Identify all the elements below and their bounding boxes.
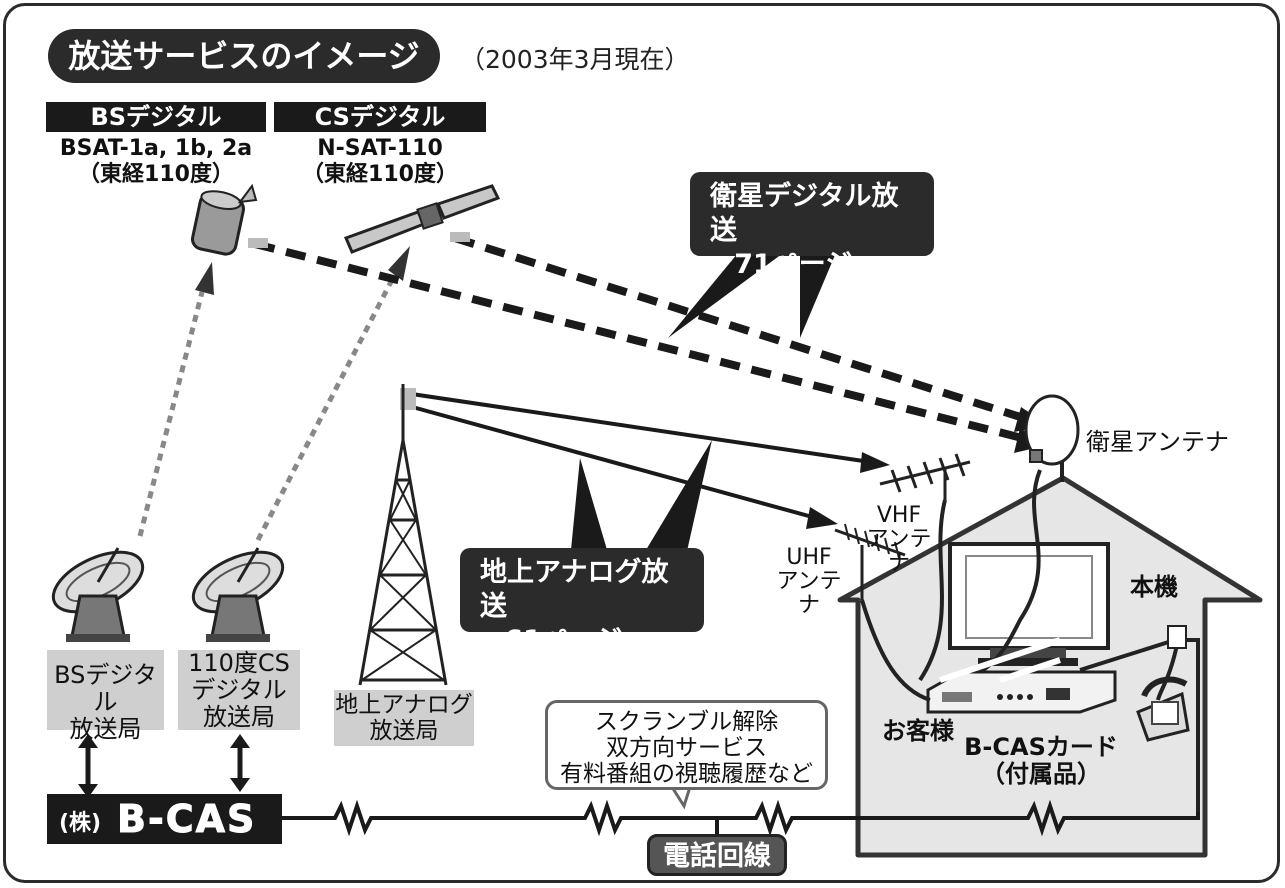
tv-icon <box>948 542 1110 666</box>
satellite-callout-title: 衛星デジタル放送 <box>710 181 899 246</box>
bs-station-line1: BSデジタル <box>54 661 157 716</box>
bcas-prefix: (株) <box>59 811 102 836</box>
phone-line-label: 電話回線 <box>647 834 787 876</box>
broadcast-tower-icon <box>358 384 448 686</box>
page-title: 放送サービスのイメージ <box>48 29 440 83</box>
date-note: （2003年3月現在） <box>460 45 690 74</box>
cs-bcas-link-arrow <box>230 734 250 792</box>
cs-digital-header: CSデジタル <box>274 102 486 132</box>
wall-jack-icon <box>1167 625 1187 649</box>
cs-station-line3: 放送局 <box>203 703 275 731</box>
vhf-antenna-label: VHF アンテナ <box>864 504 934 576</box>
insert-arrows <box>939 637 1061 683</box>
recorder-icon <box>926 670 1117 714</box>
bs-satellite-name: BSAT-1a, 1b, 2a <box>59 136 253 161</box>
service-description-bubble: スクランブル解除 双方向サービス 有料番組の視聴履歴など <box>545 700 828 790</box>
bcas-card-line1: B-CASカード <box>964 733 1118 761</box>
service-item-descramble: スクランブル解除 <box>594 709 779 735</box>
terrestrial-beams <box>400 388 890 529</box>
cs-station-line1: 110度CS <box>188 649 290 677</box>
bs-digital-header: BSデジタル <box>46 102 266 132</box>
uhf-antenna-icon <box>834 523 906 600</box>
service-item-interactive: 双方向サービス <box>606 735 767 761</box>
service-item-viewing-history: 有料番組の視聴履歴など <box>560 761 813 787</box>
bs-station-line2: 放送局 <box>69 715 142 743</box>
terrestrial-station-box: 地上アナログ 放送局 <box>334 690 474 746</box>
callout-pointers <box>570 248 838 560</box>
bs-satellite-icon <box>191 183 258 256</box>
uplink-beams <box>137 246 410 542</box>
telephone-icon <box>1136 676 1190 742</box>
bs-uplink-dish-icon <box>51 547 145 642</box>
terrestrial-station-line2: 放送局 <box>369 718 439 744</box>
terrestrial-callout-page-link[interactable]: ☞61ページ <box>480 625 623 656</box>
bs-satellite-position: （東経110度） <box>78 162 234 187</box>
vhf-label-line1: VHF <box>876 503 922 528</box>
customer-label: お客様 <box>882 717 954 745</box>
bcas-card-label: B-CASカード （付属品） <box>962 734 1120 788</box>
downlink-beams <box>248 232 1048 453</box>
phone-line-wire <box>282 799 1200 837</box>
uhf-label-line2: アンテナ <box>776 569 842 618</box>
satellite-callout-page-link[interactable]: ☞71ページ <box>710 249 853 280</box>
cs-uplink-dish-icon <box>191 547 285 642</box>
bcas-company-box: (株) B-CAS <box>47 794 282 844</box>
satellite-antenna-label: 衛星アンテナ <box>1086 428 1230 456</box>
cs-station-line2: デジタル <box>191 676 287 704</box>
bs-station-box: BSデジタル 放送局 <box>47 650 164 743</box>
vhf-antenna-icon <box>879 453 971 500</box>
uhf-label-line1: UHF <box>786 545 832 570</box>
house-icon <box>837 475 1263 858</box>
cs-satellite-icon <box>343 184 501 254</box>
uhf-antenna-label: UHF アンテナ <box>774 546 844 618</box>
terrestrial-broadcast-callout: 地上アナログ放送 ☞61ページ <box>460 548 704 656</box>
satellite-broadcast-callout: 衛星デジタル放送 ☞71ページ <box>690 172 934 280</box>
cs-satellite-name: N-SAT-110 <box>317 136 443 161</box>
bcas-name: B-CAS <box>116 797 257 842</box>
terrestrial-callout-title: 地上アナログ放送 <box>480 557 669 622</box>
unit-label: 本機 <box>1130 573 1178 601</box>
satellite-dish-icon <box>1024 394 1080 482</box>
terrestrial-station-line1: 地上アナログ <box>335 692 473 718</box>
cs-satellite-position: （東経110度） <box>302 162 458 187</box>
bs-bcas-link-arrow <box>78 734 98 798</box>
vhf-label-line2: アンテナ <box>866 527 932 576</box>
cs-station-box: 110度CS デジタル 放送局 <box>178 649 300 731</box>
bcas-card-line2: （付属品） <box>981 760 1101 788</box>
